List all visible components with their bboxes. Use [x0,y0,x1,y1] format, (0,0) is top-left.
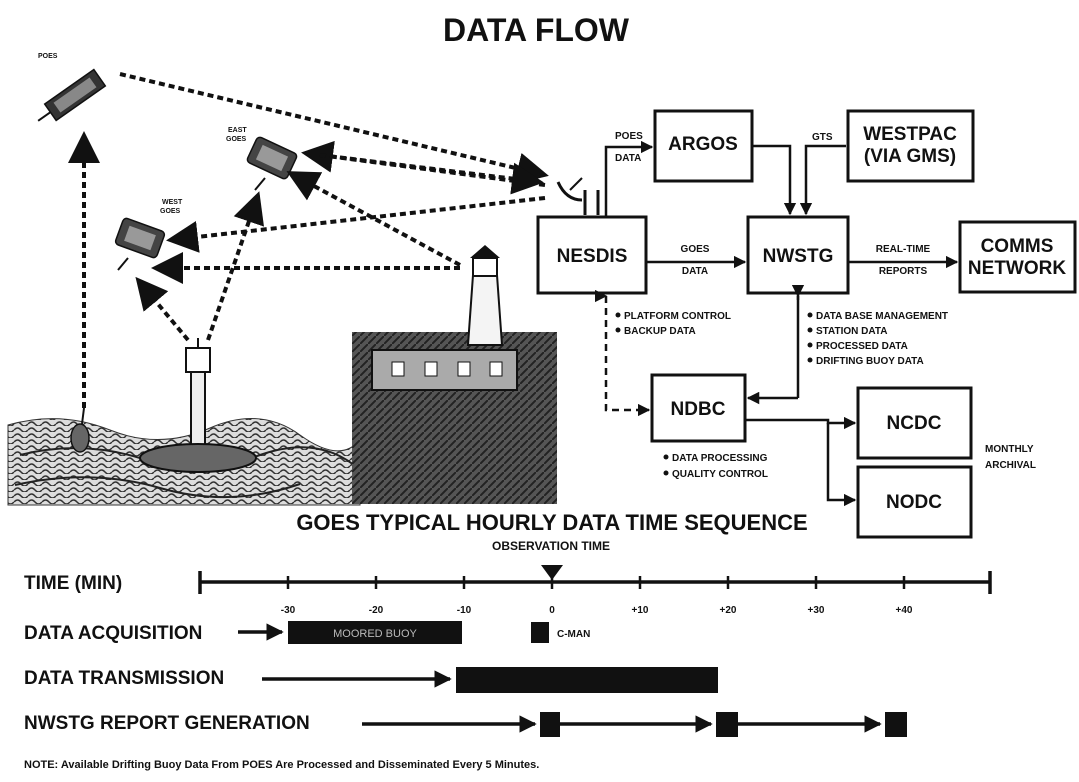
tick-label: +10 [632,605,649,616]
svg-text:NDBC: NDBC [671,399,726,420]
svg-text:PLATFORM CONTROL: PLATFORM CONTROL [624,311,731,322]
lighthouse-icon [352,245,557,504]
svg-text:DATA BASE MANAGEMENT: DATA BASE MANAGEMENT [816,311,948,322]
poes-data-label: POES [615,131,643,142]
tick-label: +30 [808,605,825,616]
nesdis-box: NESDIS [536,215,648,295]
nwstg-bullets: DATA BASE MANAGEMENT STATION DATA PROCES… [807,311,948,367]
cman-bar [531,622,549,643]
east-goes-satellite-icon: EAST GOES [226,127,298,191]
observation-marker-icon [541,565,563,580]
svg-text:WESTPAC: WESTPAC [863,124,957,145]
time-axis [198,571,992,594]
moored-buoy-label: MOORED BUOY [333,628,417,640]
moored-buoy-bar [288,621,462,644]
sequence-title: GOES TYPICAL HOURLY DATA TIME SEQUENCE [296,510,807,535]
svg-text:ARGOS: ARGOS [668,134,738,155]
tick-label: -10 [457,605,472,616]
ndbc-bullets: DATA PROCESSING QUALITY CONTROL [663,453,768,480]
svg-text:POES: POES [38,53,58,60]
time-ticks: -30 -20 -10 0 +10 +20 +30 +40 [281,605,913,616]
transmission-bar [456,667,718,693]
poes-satellite-icon: POES [37,53,107,122]
moored-buoy-icon [139,338,257,473]
poes-data-label-2: DATA [615,153,641,164]
reports-label: REPORTS [879,266,928,277]
report-arrows [362,712,907,737]
nesdis-antenna-icon [556,177,600,215]
drifting-buoy-icon [70,407,90,453]
svg-text:NWSTG: NWSTG [763,246,834,267]
observation-time-label: OBSERVATION TIME [492,539,610,553]
footnote: NOTE: Available Drifting Buoy Data From … [24,759,539,771]
nodc-box: NODC [856,465,973,539]
svg-text:WEST: WEST [162,199,183,206]
page-title: DATA FLOW [443,12,630,48]
nesdis-bullets: PLATFORM CONTROL BACKUP DATA [615,311,731,337]
svg-text:EAST: EAST [228,127,247,134]
svg-text:STATION DATA: STATION DATA [816,326,887,337]
tick-label: +40 [896,605,913,616]
svg-text:COMMS: COMMS [981,236,1054,257]
west-goes-satellite-icon: WEST GOES [114,199,183,271]
svg-text:DRIFTING BUOY DATA: DRIFTING BUOY DATA [816,356,924,367]
svg-text:BACKUP DATA: BACKUP DATA [624,326,696,337]
gts-label: GTS [812,132,833,143]
svg-text:NESDIS: NESDIS [557,246,628,267]
cman-label: C-MAN [557,629,590,640]
svg-text:NCDC: NCDC [887,413,942,434]
svg-text:NETWORK: NETWORK [968,258,1066,279]
svg-text:NODC: NODC [886,492,942,513]
report-generation-label: NWSTG REPORT GENERATION [24,713,310,734]
ndbc-box: NDBC [650,373,747,443]
westpac-box: WESTPAC (VIA GMS) [846,109,975,183]
tick-label: +20 [720,605,737,616]
data-acquisition-label: DATA ACQUISITION [24,623,202,644]
comms-network-box: COMMS NETWORK [958,220,1077,294]
svg-text:GOES: GOES [226,136,247,143]
svg-text:QUALITY CONTROL: QUALITY CONTROL [672,469,768,480]
tick-label: -20 [369,605,384,616]
data-transmission-label: DATA TRANSMISSION [24,668,224,689]
tick-label: -30 [281,605,296,616]
monthly-label: MONTHLY [985,444,1034,455]
svg-text:GOES: GOES [160,208,181,215]
svg-text:PROCESSED DATA: PROCESSED DATA [816,341,908,352]
tick-label: 0 [549,605,555,616]
goes-data-label-2: DATA [682,266,708,277]
argos-box: ARGOS [653,109,754,183]
satellite-links [68,72,549,408]
time-label: TIME (MIN) [24,573,122,594]
archival-label: ARCHIVAL [985,460,1036,471]
svg-text:DATA PROCESSING: DATA PROCESSING [672,453,768,464]
flow-connectors [606,140,959,507]
nwstg-box: NWSTG [746,215,850,295]
real-time-label: REAL-TIME [876,244,931,255]
goes-data-label: GOES [681,244,710,255]
ncdc-box: NCDC [856,386,973,460]
svg-text:(VIA GMS): (VIA GMS) [864,146,956,167]
